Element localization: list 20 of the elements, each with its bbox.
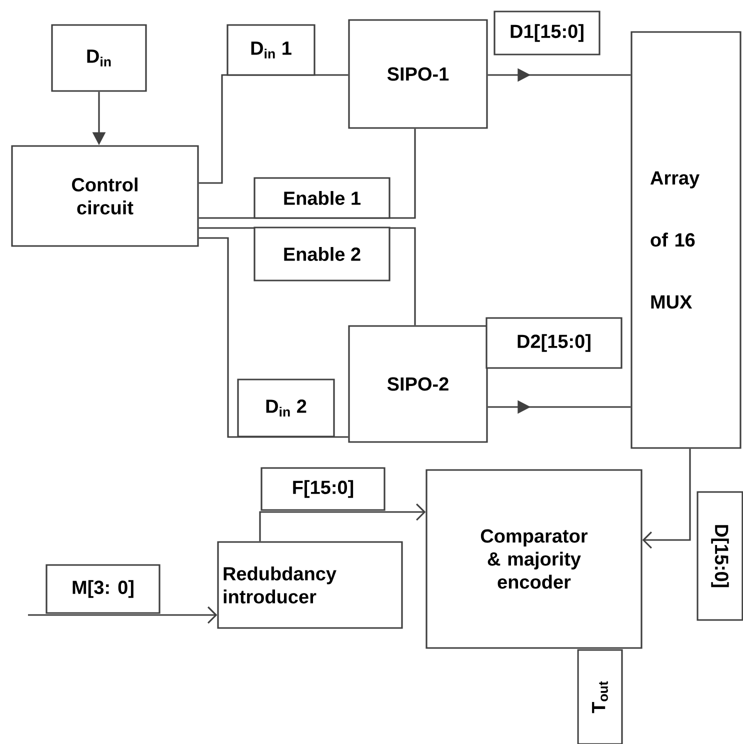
signal-label: D2[15:0] bbox=[486, 317, 622, 369]
control-box: Control circuit bbox=[11, 145, 199, 247]
register-box: SIPO-2 bbox=[348, 325, 488, 443]
signal-label: M[3: 0] bbox=[46, 564, 160, 614]
redundancy-box: Redubdancy introducer bbox=[217, 541, 403, 629]
connector-arrow bbox=[259, 503, 426, 542]
signal-label: D$_{in}$ 2 bbox=[237, 378, 335, 438]
signal-label: Enable 1 bbox=[254, 177, 390, 219]
signal-label: D$_{in}$ 1 bbox=[226, 24, 316, 76]
signal-label: D[15:0] bbox=[696, 491, 743, 621]
register-box: SIPO-1 bbox=[348, 19, 488, 129]
signal-label: Enable 2 bbox=[254, 226, 390, 282]
signal-label: F[15:0] bbox=[260, 467, 386, 511]
signal-label: T$_{out}$ bbox=[577, 649, 623, 744]
connector-arrow bbox=[642, 448, 691, 549]
connector-arrow bbox=[28, 606, 218, 624]
input-box: D$_{in}$ bbox=[51, 24, 147, 92]
multiplexer-box: Array of 16 MUX bbox=[630, 31, 742, 449]
comparator-box: Comparator & majority encoder bbox=[426, 469, 642, 649]
signal-label: D1[15:0] bbox=[494, 10, 600, 56]
